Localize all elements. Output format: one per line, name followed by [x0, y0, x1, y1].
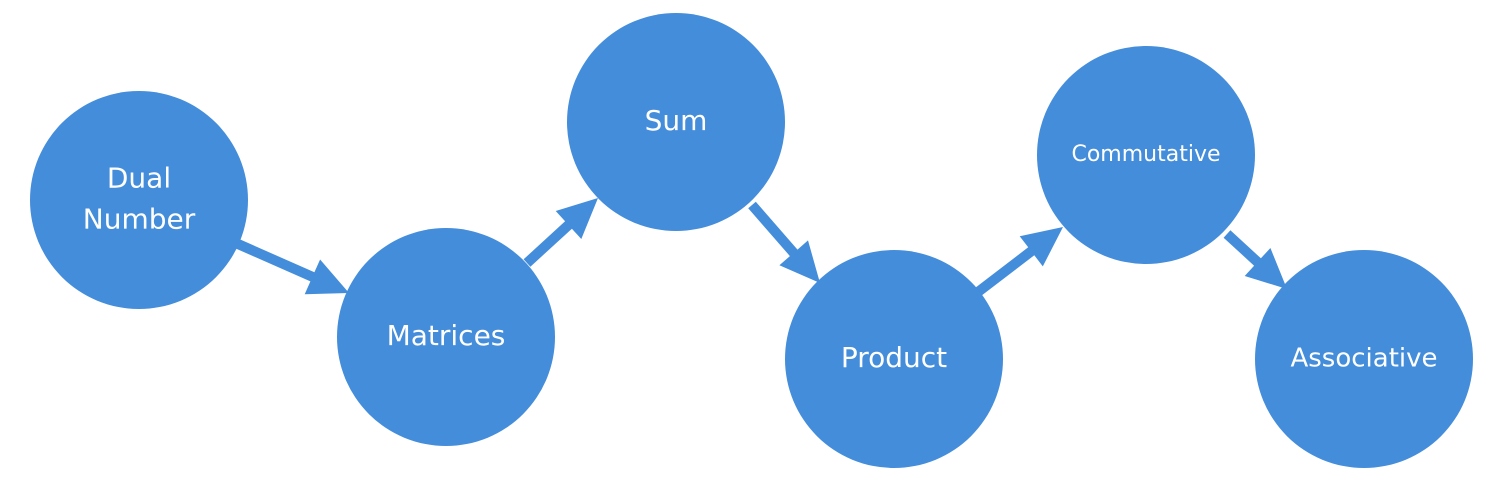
node-label-commutative: Commutative — [1071, 142, 1220, 167]
node-sum: Sum — [567, 13, 785, 231]
node-circle-dual-number — [30, 91, 248, 309]
node-matrices: Matrices — [337, 228, 555, 446]
arrows-layer — [236, 198, 1287, 296]
arrow-product-to-commutative — [975, 227, 1063, 296]
node-label-associative: Associative — [1290, 344, 1437, 374]
node-circle-matrices — [337, 228, 555, 446]
arrow-dual-number-to-matrices — [236, 239, 349, 295]
node-label-dual-number-line-2: Number — [83, 202, 196, 235]
node-label-dual-number-line-1: Dual — [107, 162, 171, 195]
node-circle-commutative — [1037, 46, 1255, 264]
node-product: Product — [785, 250, 1003, 468]
arrow-sum-to-product — [748, 201, 820, 283]
node-circle-product — [785, 250, 1003, 468]
arrow-matrices-to-sum — [523, 198, 598, 267]
node-commutative: Commutative — [1037, 46, 1255, 264]
arrow-commutative-to-associative — [1223, 230, 1287, 289]
node-associative: Associative — [1255, 250, 1473, 468]
node-label-product: Product — [841, 341, 947, 374]
node-circle-associative — [1255, 250, 1473, 468]
node-label-sum: Sum — [645, 104, 708, 137]
node-label-matrices: Matrices — [387, 319, 506, 352]
node-circle-sum — [567, 13, 785, 231]
